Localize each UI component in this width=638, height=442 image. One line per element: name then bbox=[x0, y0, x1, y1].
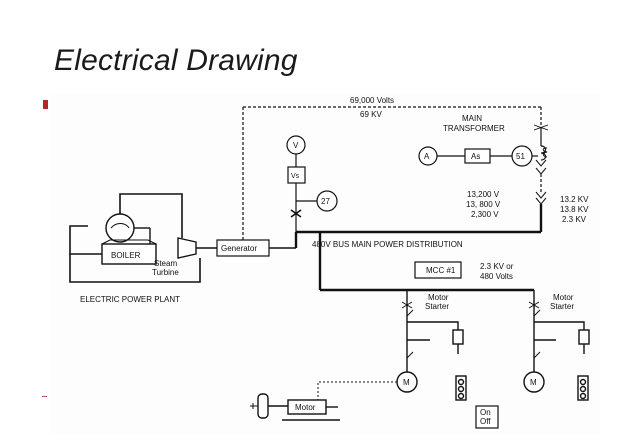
turbine-label-1: Steam bbox=[154, 259, 177, 268]
ammeter-row bbox=[418, 145, 538, 167]
voltmeter-column bbox=[286, 135, 338, 232]
starter-1-label-2: Starter bbox=[425, 302, 449, 311]
kv-label-2: 13.8 KV bbox=[560, 205, 589, 214]
steam-piping bbox=[69, 193, 201, 283]
footer-dash bbox=[42, 396, 47, 397]
mcc-voltage-2: 480 Volts bbox=[480, 272, 513, 281]
motor-m-1: M bbox=[403, 378, 410, 387]
mcc-label: MCC #1 bbox=[426, 266, 456, 275]
boiler bbox=[101, 213, 157, 265]
relay-51: 51 bbox=[516, 152, 525, 161]
transformer-label-2: TRANSFORMER bbox=[443, 124, 505, 133]
line-kv-label: 69 KV bbox=[360, 110, 382, 119]
line-voltage-label: 69,000 Volts bbox=[350, 96, 394, 105]
on-off-box bbox=[475, 405, 499, 429]
motor-branch-2 bbox=[523, 290, 590, 401]
motor-branch-1 bbox=[396, 290, 467, 401]
motor-m-2: M bbox=[530, 378, 537, 387]
transformer-label-1: MAIN bbox=[462, 114, 482, 123]
mcc-feeder bbox=[318, 232, 534, 292]
secondary-voltage-3: 2,300 V bbox=[471, 210, 499, 219]
generator-label: Generator bbox=[221, 244, 257, 253]
bus-label: 480V BUS MAIN POWER DISTRIBUTION bbox=[312, 240, 463, 249]
starter-2-label-1: Motor bbox=[553, 293, 574, 302]
bullet-marker bbox=[43, 100, 48, 109]
kv-label-1: 13.2 KV bbox=[560, 195, 589, 204]
off-label: Off bbox=[480, 417, 491, 426]
motor-label: Motor bbox=[295, 403, 316, 412]
starter-1-label-1: Motor bbox=[428, 293, 449, 302]
electrical-diagram: 69,000 Volts 69 KV MAIN TRANSFORMER A As… bbox=[50, 94, 600, 434]
voltmeter-v: V bbox=[293, 141, 299, 150]
steam-turbine bbox=[177, 237, 217, 259]
starter-2-label-2: Starter bbox=[550, 302, 574, 311]
plant-label: ELECTRIC POWER PLANT bbox=[80, 295, 180, 304]
main-transformer-symbol bbox=[533, 124, 549, 205]
ammeter-a: A bbox=[424, 152, 430, 161]
main-bus bbox=[296, 204, 543, 234]
relay-27: 27 bbox=[321, 197, 330, 206]
slide-title: Electrical Drawing bbox=[54, 44, 298, 77]
mcc-box bbox=[414, 261, 462, 279]
motor-pump-assembly bbox=[250, 381, 397, 421]
ammeter-switch: As bbox=[471, 152, 480, 161]
turbine-label-2: Turbine bbox=[152, 268, 179, 277]
boiler-label: BOILER bbox=[111, 251, 141, 260]
voltmeter-switch: Vs bbox=[291, 173, 300, 180]
mcc-voltage-1: 2.3 KV or bbox=[480, 262, 514, 271]
on-label: On bbox=[480, 408, 491, 417]
secondary-voltage-2: 13, 800 V bbox=[466, 200, 501, 209]
kv-label-3: 2.3 KV bbox=[562, 215, 587, 224]
transmission-line bbox=[242, 106, 542, 240]
secondary-voltage-1: 13,200 V bbox=[467, 190, 500, 199]
